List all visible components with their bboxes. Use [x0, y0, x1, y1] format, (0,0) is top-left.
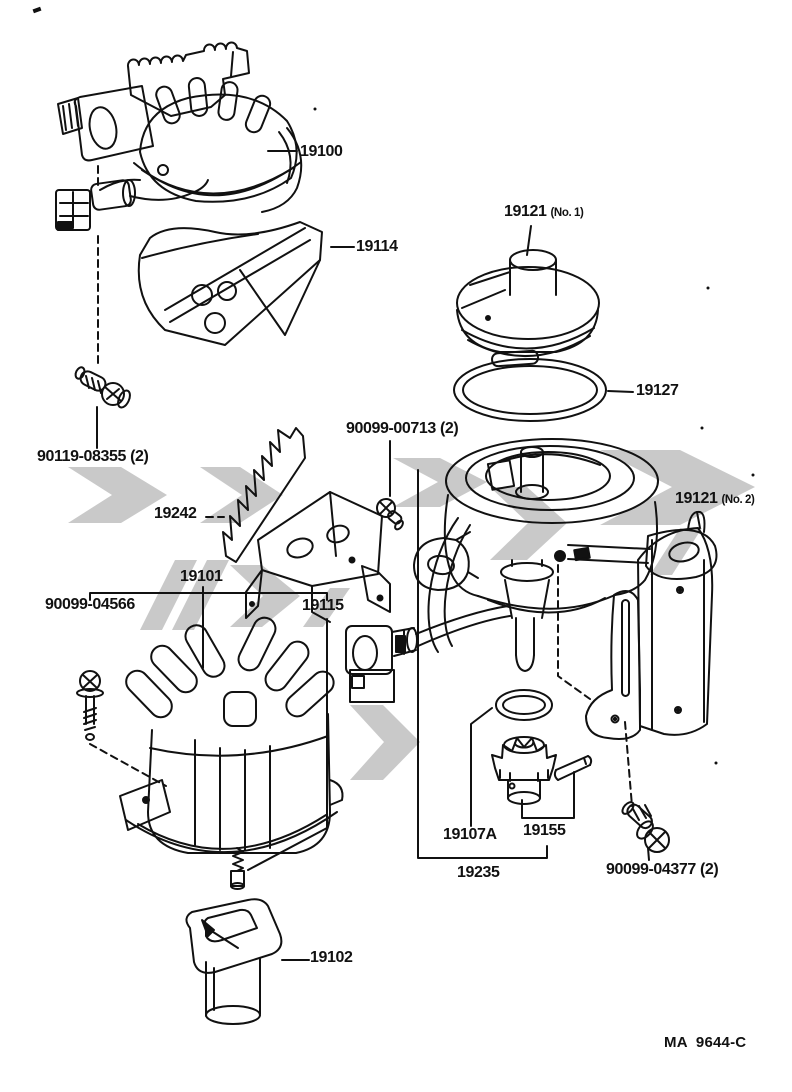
signal-generator-bracket-drawing	[222, 427, 391, 623]
leader-lines	[89, 150, 701, 961]
governor-gear-drawing	[491, 736, 557, 805]
part-label-19121-no1: 19121(No. 1)	[504, 203, 584, 220]
distributor-cap-drawing	[76, 616, 344, 890]
part-label-90099-00713: 90099-00713 (2)	[346, 420, 459, 437]
part-label-19127: 19127	[636, 382, 679, 399]
part-label-19235: 19235	[457, 864, 500, 881]
signal-rotor-drawing	[185, 898, 283, 1025]
scan-specks	[32, 6, 755, 765]
part-label-90099-04566: 90099-04566	[45, 596, 135, 613]
part-label-19115: 19115	[302, 597, 344, 614]
dust-cover-drawing	[137, 221, 323, 346]
dashed-alignment-lines	[89, 165, 633, 807]
part-label-19107a: 19107A	[443, 826, 497, 843]
page-code: MA 9644-C	[664, 1034, 747, 1051]
distributor-assembly-drawing	[55, 41, 303, 231]
igniter-drawing	[345, 605, 511, 703]
part-label-19101: 19101	[180, 568, 223, 585]
part-label-19114: 19114	[356, 238, 398, 255]
part-label-90119-08355: 90119-08355 (2)	[37, 448, 149, 465]
part-label-19121-no1-note: (No. 1)	[550, 207, 584, 219]
gear-o-ring-drawing	[495, 689, 553, 721]
part-label-19121-no2: 19121(No. 2)	[675, 490, 755, 507]
part-label-19102: 19102	[310, 949, 353, 966]
mount-bolt-drawing	[74, 366, 131, 409]
part-label-90099-04377: 90099-04377 (2)	[606, 861, 719, 878]
part-label-19121-no2-note: (No. 2)	[721, 494, 755, 506]
o-ring-drawing	[453, 358, 607, 422]
distributor-housing-drawing	[413, 438, 718, 672]
part-label-19100: 19100	[300, 143, 343, 160]
part-label-19155: 19155	[523, 822, 566, 839]
rotor-no1-drawing	[456, 249, 600, 368]
small-screw-drawing	[376, 498, 404, 531]
dust-shield-drawing	[585, 510, 714, 740]
part-label-19242: 19242	[154, 505, 197, 522]
shield-screw-drawing	[621, 801, 670, 853]
